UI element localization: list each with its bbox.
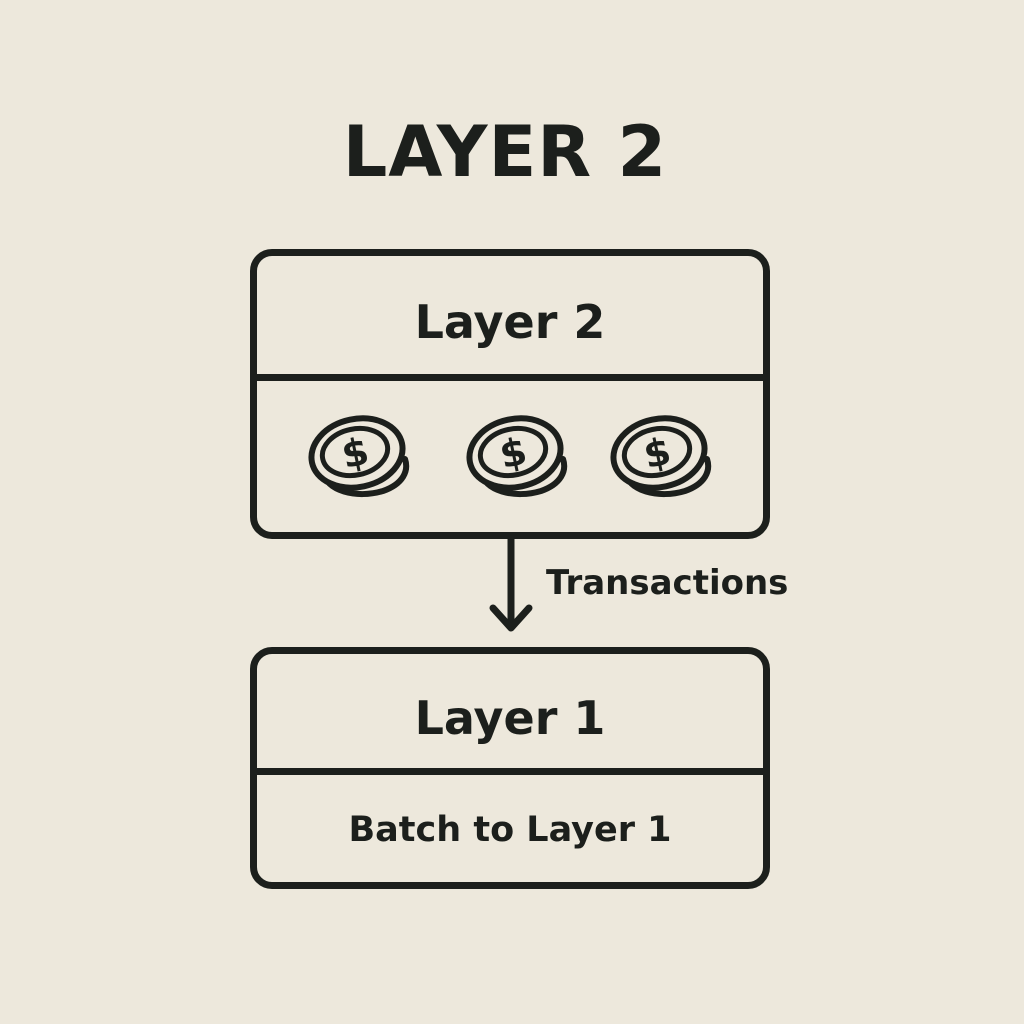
dollar-coin-icon: $ [463, 411, 571, 501]
layer2-box-header: Layer 2 [414, 295, 606, 349]
transactions-label: Transactions [546, 563, 789, 603]
layer1-box: Layer 1 Batch to Layer 1 [250, 647, 770, 889]
layer1-box-header: Layer 1 [414, 691, 606, 745]
diagram-title: LAYER 2 [342, 111, 668, 193]
arrow-down-icon [486, 528, 536, 638]
layer1-box-divider [257, 768, 763, 775]
dollar-coin-icon: $ [607, 411, 715, 501]
dollar-coin-icon: $ [305, 411, 413, 501]
layer2-box: Layer 2 $ $ $ [250, 249, 770, 539]
layer2-box-divider [257, 374, 763, 381]
layer1-box-body: Batch to Layer 1 [348, 810, 672, 850]
